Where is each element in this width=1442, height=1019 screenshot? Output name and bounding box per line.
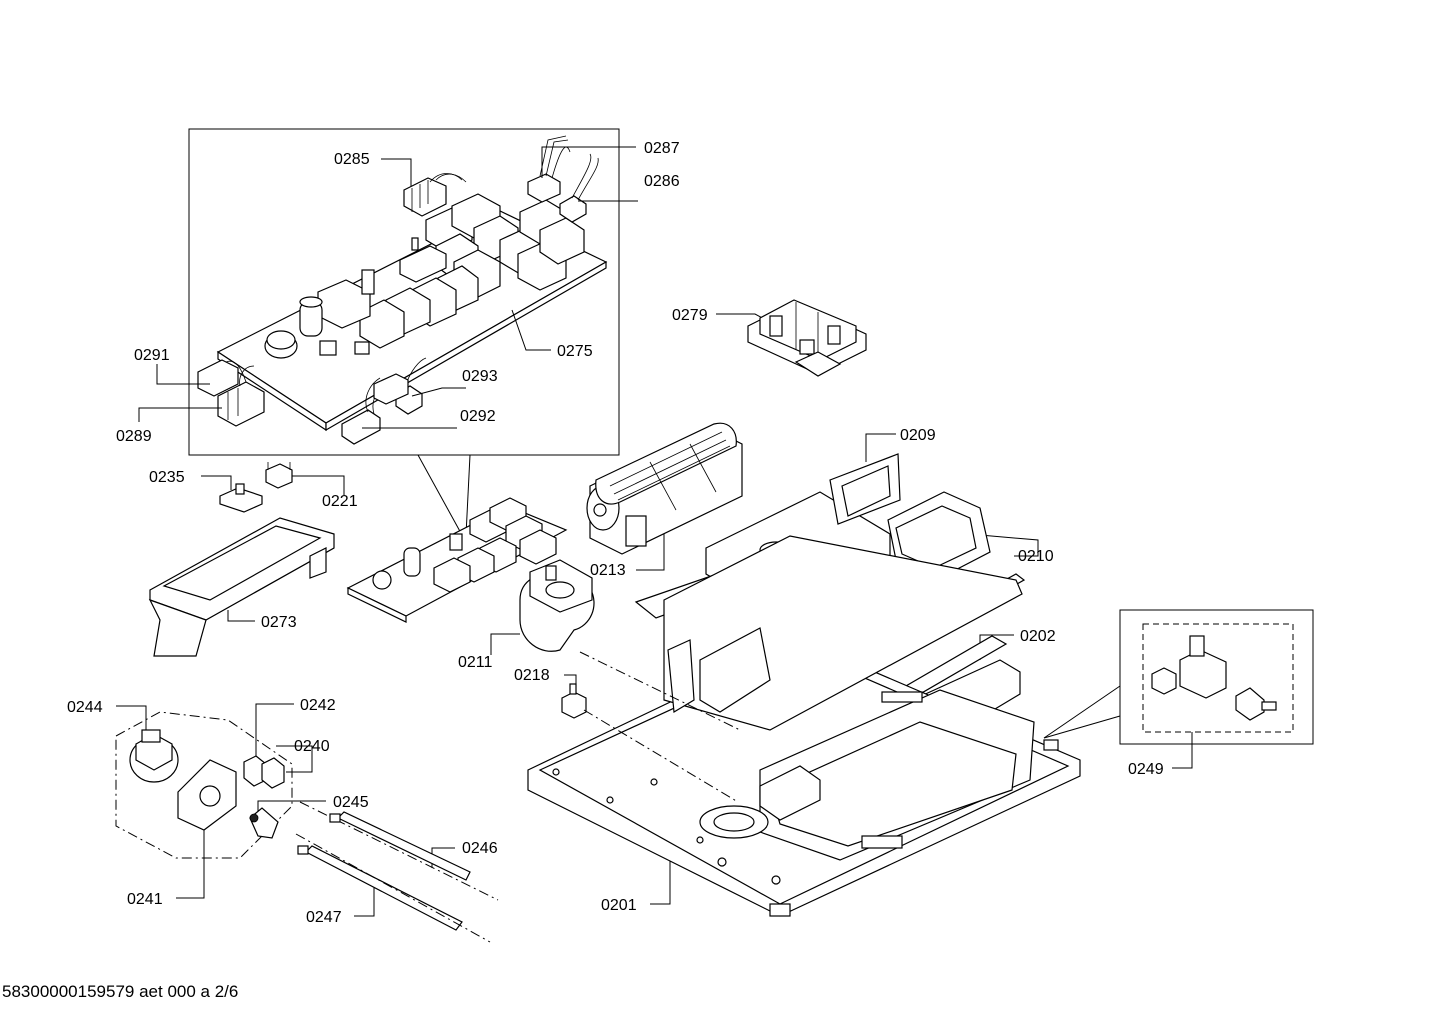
label-0235: 0235: [149, 469, 185, 486]
label-0240: 0240: [294, 738, 330, 755]
switch-0235: [219, 483, 263, 513]
switch-group-0240: [115, 711, 293, 859]
label-0292: 0292: [460, 408, 496, 425]
label-0293: 0293: [462, 368, 498, 385]
label-0209: 0209: [900, 427, 936, 444]
label-0211: 0211: [458, 654, 493, 671]
blower-0211: [519, 559, 595, 652]
heating-element-0246: [299, 801, 499, 901]
label-0291: 0291: [134, 347, 170, 364]
motor-0244: [129, 729, 179, 783]
callout-leaders: [116, 146, 1193, 917]
label-0246: 0246: [462, 840, 498, 857]
heating-element-0247: [295, 833, 491, 943]
label-0213: 0213: [590, 562, 626, 579]
connector-0289: [217, 365, 265, 427]
document-reference-footer: 58300000159579 aet 000 a 2/6: [2, 982, 239, 1001]
frame-0273: [148, 517, 335, 657]
alignment-line-2: [583, 709, 739, 803]
subassembly-box-0249: [1119, 609, 1314, 745]
label-0244: 0244: [67, 699, 103, 716]
label-0273: 0273: [261, 614, 297, 631]
label-0249: 0249: [1128, 761, 1164, 778]
label-0201: 0201: [601, 897, 637, 914]
sensor-0218: [561, 683, 587, 719]
label-0242: 0242: [300, 697, 336, 714]
connector-0287: [527, 135, 571, 203]
switch-0241: [177, 759, 237, 831]
clip-0221: [265, 462, 293, 489]
alignment-line-1: [579, 651, 741, 731]
label-0285: 0285: [334, 151, 370, 168]
label-0210: 0210: [1018, 548, 1054, 565]
label-0287: 0287: [644, 140, 680, 157]
base-plate-0201: [527, 535, 1081, 917]
label-0275: 0275: [557, 343, 593, 360]
label-0202: 0202: [1020, 628, 1056, 645]
label-0286: 0286: [644, 173, 680, 190]
label-0289: 0289: [116, 428, 152, 445]
part-labels: 0285 0287 0286 0279 0275 0291 0293 0289 …: [67, 140, 1164, 926]
tangential-fan-0213: [586, 422, 743, 555]
label-0221: 0221: [322, 493, 358, 510]
sensor-0245: [249, 807, 279, 839]
switch-0242: [243, 755, 285, 789]
terminal-block-0279: [747, 299, 867, 377]
relay-blocks: [317, 193, 585, 349]
control-board-assembly: [346, 497, 568, 623]
label-0247: 0247: [306, 909, 342, 926]
label-0279: 0279: [672, 307, 708, 324]
connector-0285: [403, 173, 467, 217]
label-0218: 0218: [514, 667, 550, 684]
connector-0286: [559, 153, 599, 223]
label-0241: 0241: [127, 891, 163, 908]
connector-0292: [341, 377, 389, 445]
control-board-detail-box: [188, 128, 620, 456]
label-0245: 0245: [333, 794, 369, 811]
connector-0291: [197, 359, 247, 397]
